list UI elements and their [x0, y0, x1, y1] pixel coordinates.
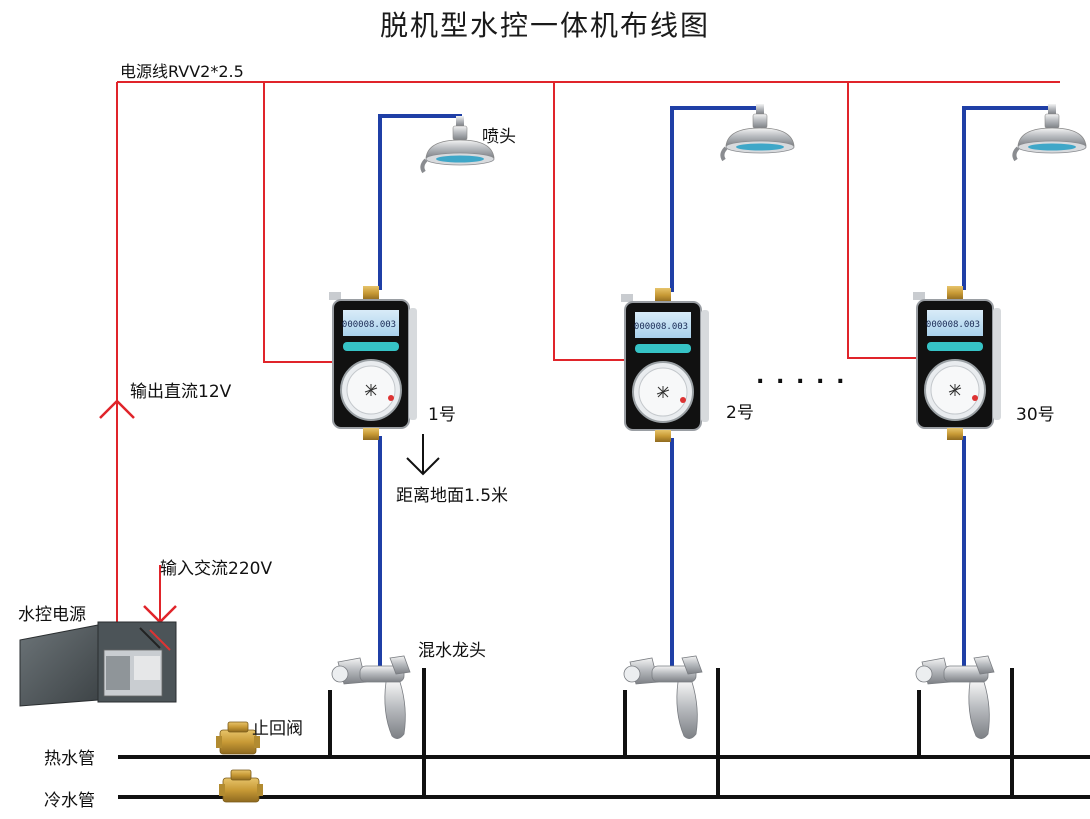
- height-note-label: 距离地面1.5米: [396, 486, 509, 506]
- unit-30-label: 30号: [1016, 405, 1055, 425]
- mixer-faucet-icon: [915, 655, 995, 739]
- cold-pipe-label: 冷水管: [44, 791, 95, 811]
- check-valve-label: 止回阀: [252, 719, 303, 739]
- water-pipes: [378, 106, 1050, 670]
- ellipsis-label: . . . . .: [756, 364, 847, 389]
- power-line-label: 电源线RVV2*2.5: [120, 62, 244, 81]
- unit-30-display: 000008.003: [926, 320, 980, 330]
- ac-input-label: 输入交流220V: [160, 559, 273, 579]
- water-control-unit-2: [620, 287, 710, 443]
- dc-output-label: 输出直流12V: [130, 382, 232, 402]
- power-wiring: [99, 81, 1060, 632]
- unit-2-label: 2号: [726, 403, 754, 423]
- shower-head-icon: [720, 102, 796, 162]
- unit-2-display: 000008.003: [634, 322, 688, 332]
- check-valve-cold-icon: [218, 769, 264, 803]
- unit-1-label: 1号: [428, 405, 456, 425]
- diagram-title: 脱机型水控一体机布线图: [379, 9, 710, 42]
- water-control-unit-1: [328, 285, 418, 441]
- power-supply-box: [19, 621, 177, 707]
- main-pipes: [118, 668, 1090, 799]
- hot-pipe-label: 热水管: [44, 749, 95, 769]
- shower-head-label: 喷头: [482, 127, 516, 147]
- mixer-faucet-icon: [623, 655, 703, 739]
- power-box-label: 水控电源: [18, 605, 86, 625]
- mixer-faucet-icon: [331, 655, 411, 739]
- shower-head-icon: [1012, 102, 1088, 162]
- height-arrow-icon: [406, 434, 440, 476]
- water-control-unit-30: [912, 285, 1002, 441]
- mixer-faucet-label: 混水龙头: [418, 641, 486, 661]
- unit-1-display: 000008.003: [342, 320, 396, 330]
